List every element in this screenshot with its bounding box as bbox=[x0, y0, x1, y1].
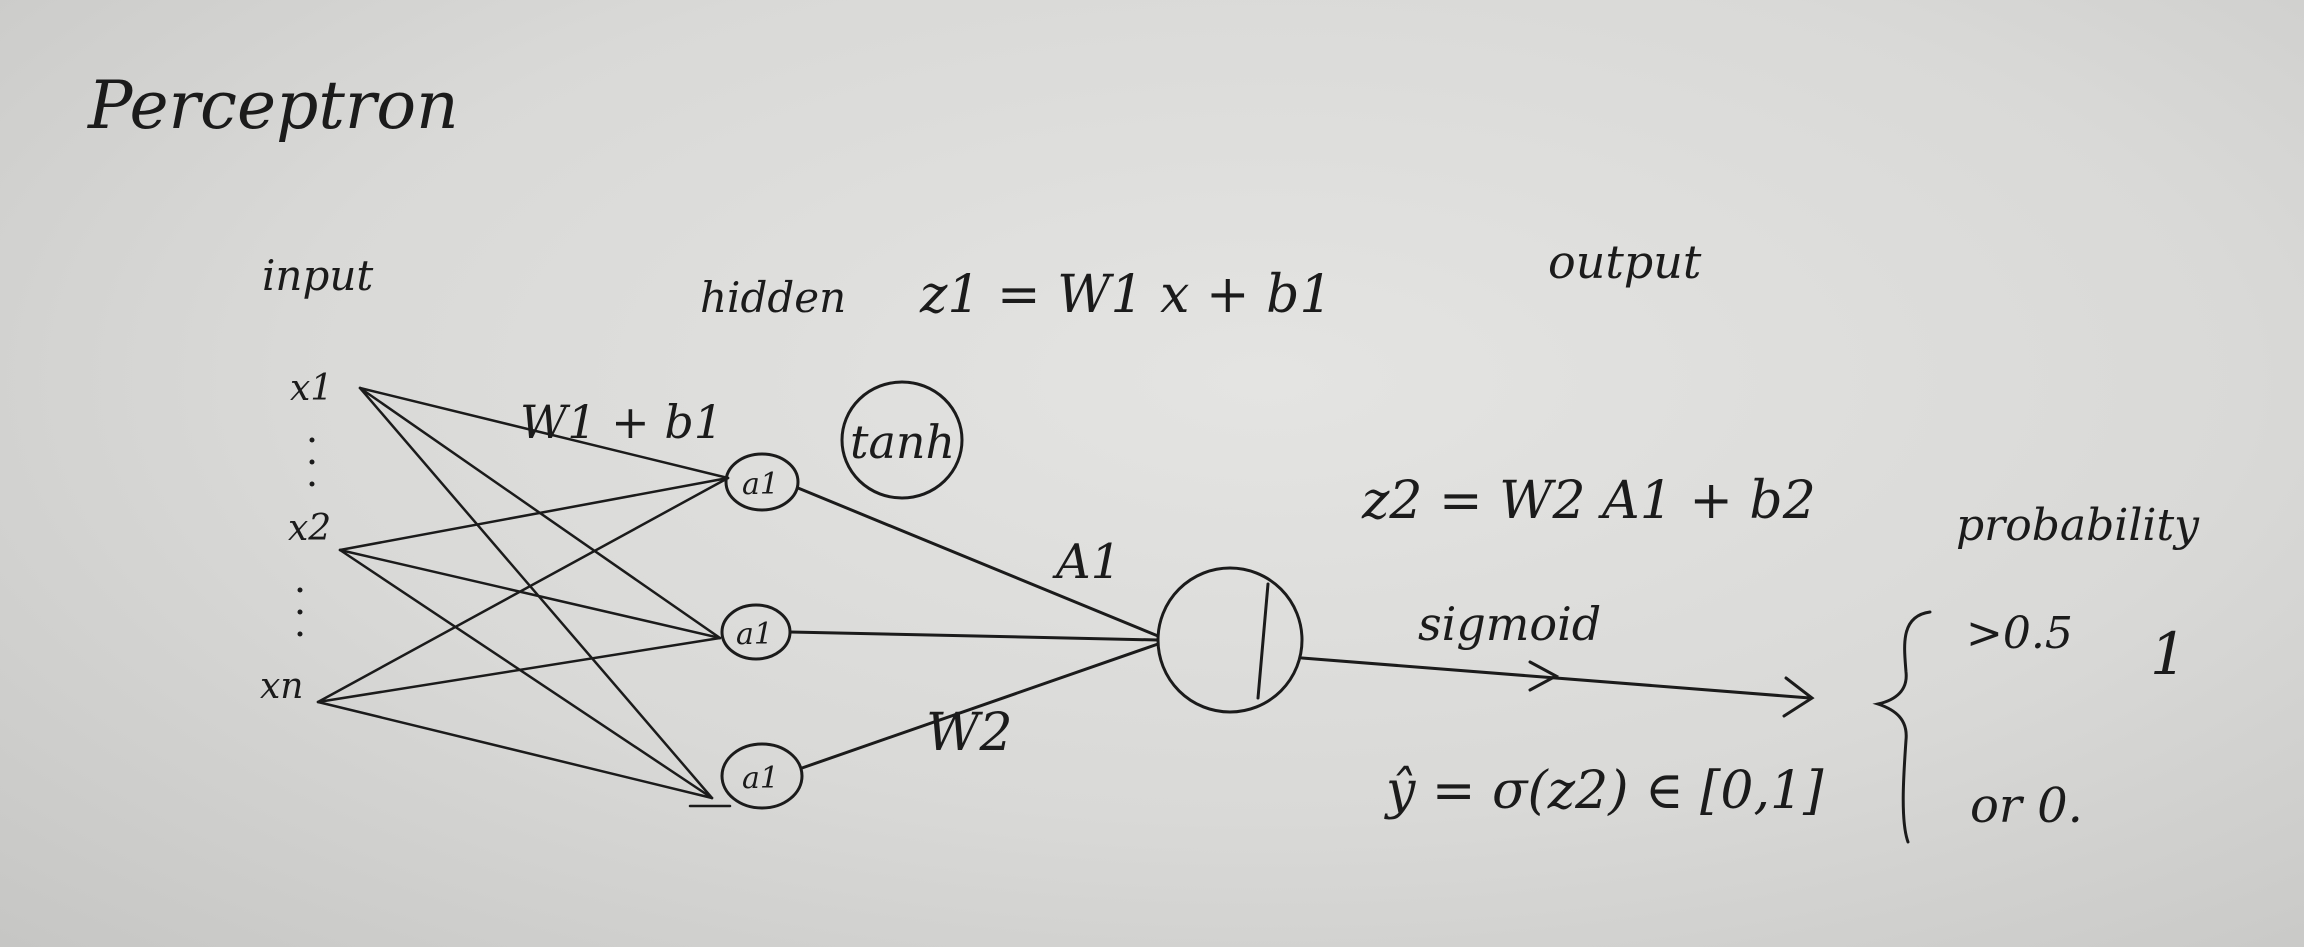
output-neuron bbox=[1156, 566, 1304, 714]
input-ellipsis-bottom bbox=[297, 587, 303, 637]
tanh-activation: tanh bbox=[840, 380, 964, 500]
hidden-node-1-label: a1 bbox=[742, 467, 779, 502]
decision-condition: >0.5 bbox=[1966, 608, 2073, 659]
tanh-label: tanh bbox=[850, 415, 955, 469]
hidden-node-2-label: a1 bbox=[736, 617, 773, 652]
hidden-node-1: a1 bbox=[724, 452, 800, 512]
hidden-node-3-label: a1 bbox=[742, 761, 779, 796]
hidden-layer-label: hidden bbox=[700, 273, 846, 322]
output-layer-label: output bbox=[1548, 235, 1702, 289]
hidden-formula: z1 = W1 x + b1 bbox=[919, 265, 1333, 325]
output-arrow bbox=[1300, 656, 1815, 718]
hidden-node-3: a1 bbox=[720, 742, 804, 810]
weights-1-label: W1 + b1 bbox=[520, 395, 723, 449]
input-ellipsis-top bbox=[309, 437, 315, 487]
probability-label: probability bbox=[1956, 500, 2200, 551]
hidden-output-label: A1 bbox=[1052, 534, 1121, 590]
input-hidden-connections bbox=[316, 386, 732, 808]
input-node-x1: x1 bbox=[290, 368, 333, 409]
diagram-title: Perceptron bbox=[87, 67, 459, 144]
input-layer-label: input bbox=[262, 251, 373, 300]
decision-true-value: 1 bbox=[2150, 620, 2187, 688]
hidden-node-2: a1 bbox=[720, 603, 792, 661]
input-node-xn: xn bbox=[260, 666, 304, 707]
output-formula: z2 = W2 A1 + b2 bbox=[1361, 471, 1816, 531]
sigmoid-label: sigmoid bbox=[1418, 597, 1601, 651]
hidden-output-connections bbox=[788, 486, 1160, 770]
weights-2-label: W2 bbox=[926, 703, 1013, 763]
decision-else-value: or 0. bbox=[1970, 778, 2083, 834]
prediction-formula: ŷ = σ(z2) ∈ [0,1] bbox=[1384, 761, 1824, 821]
decision-brace bbox=[1872, 610, 1932, 844]
input-node-x2: x2 bbox=[288, 508, 331, 549]
